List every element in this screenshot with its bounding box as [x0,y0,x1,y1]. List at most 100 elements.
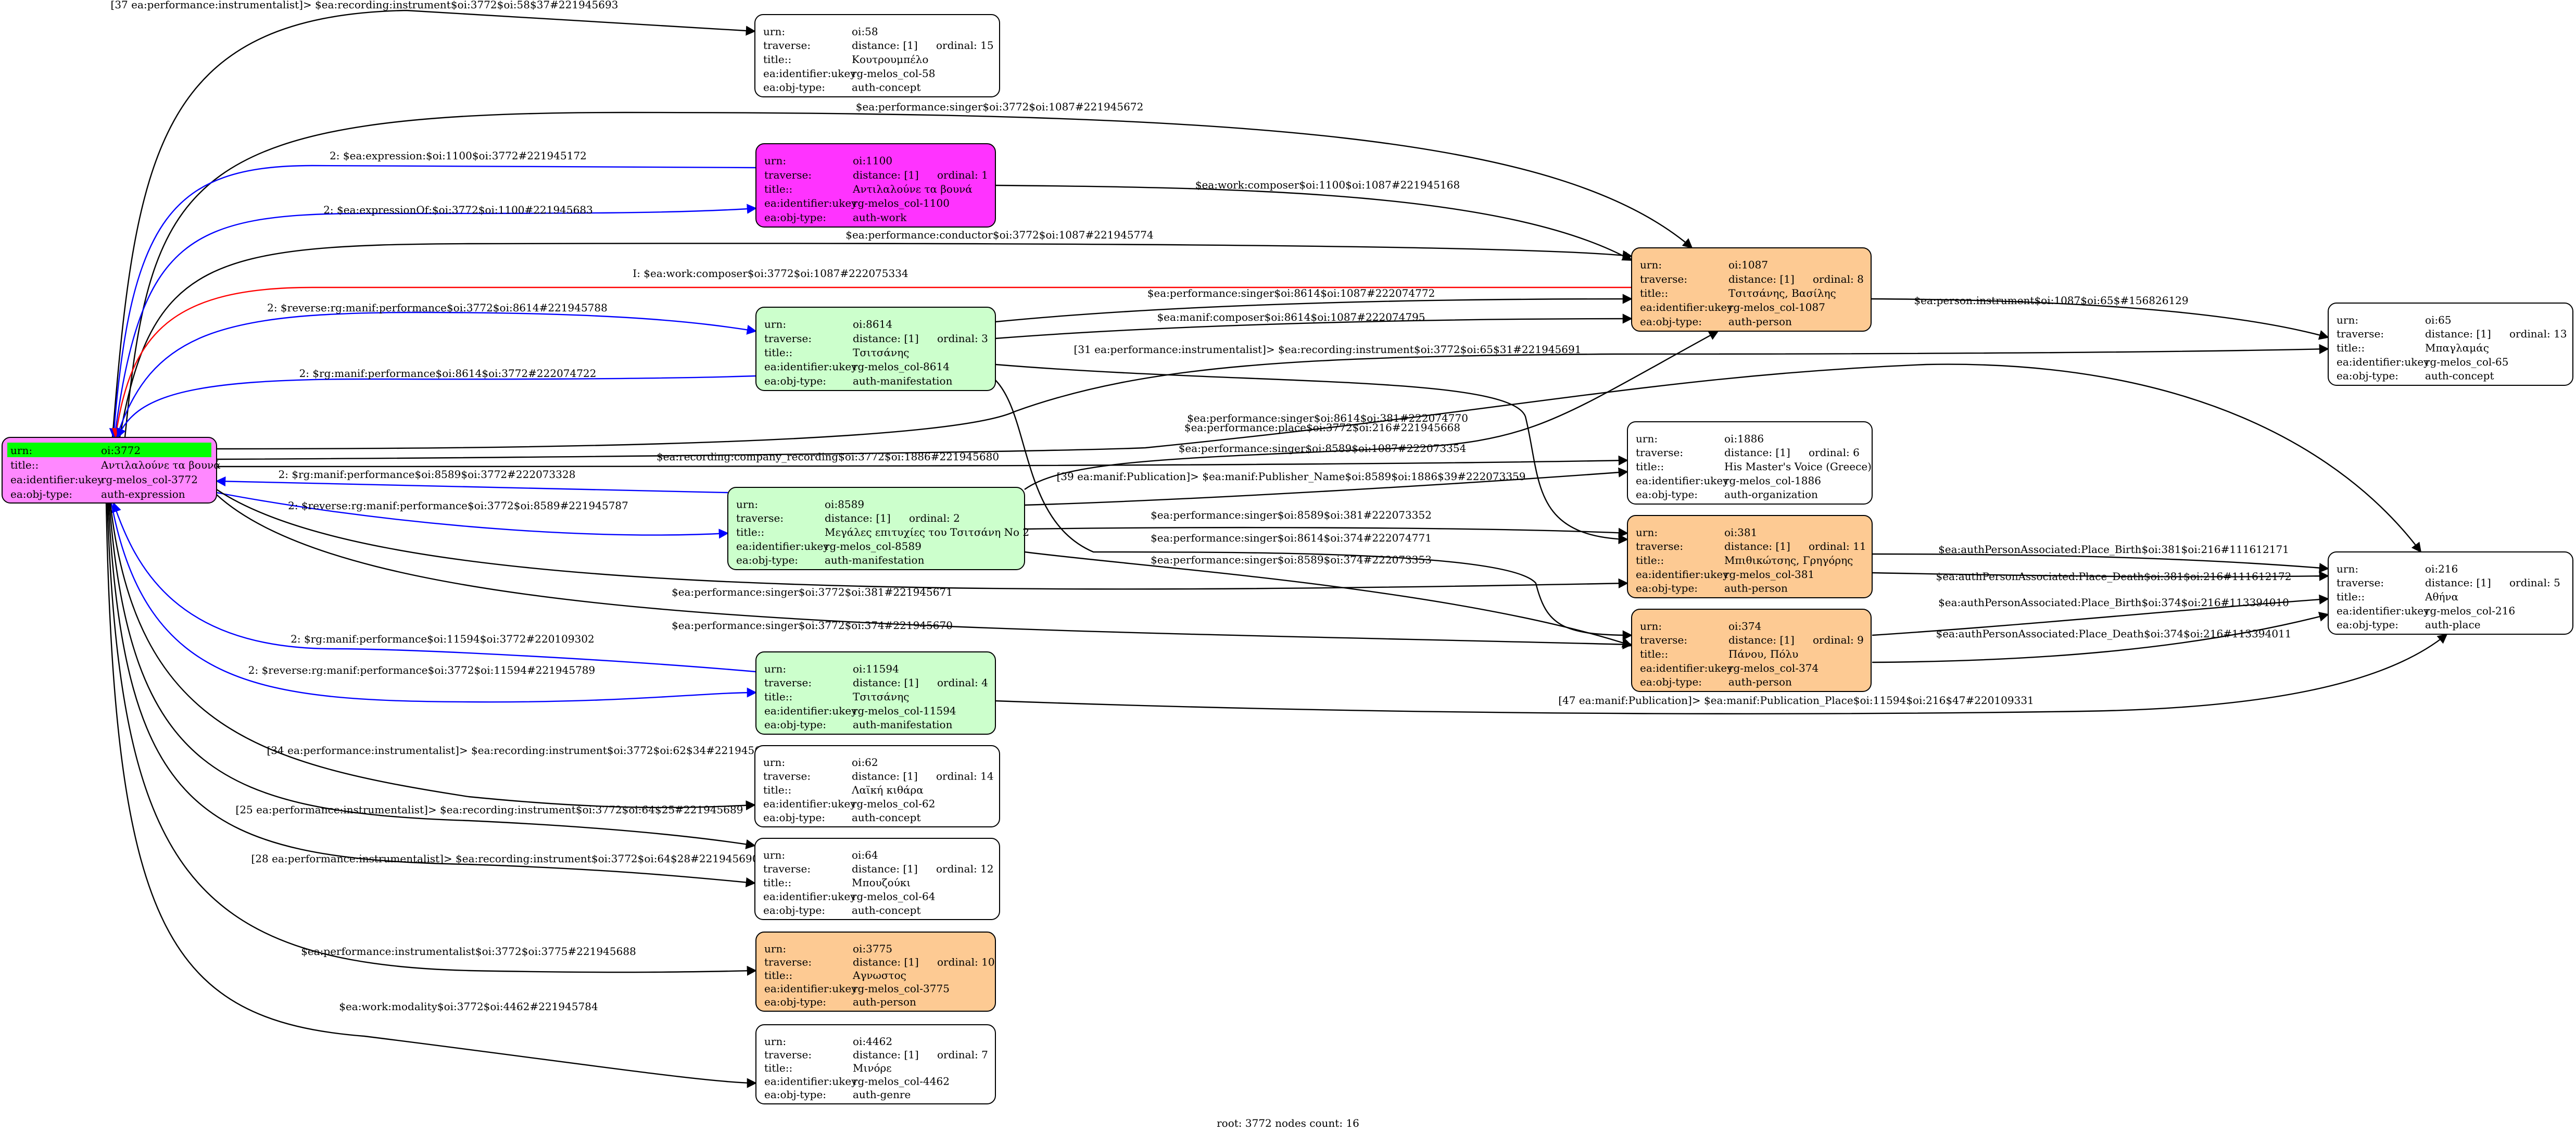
node-field-label: ea:obj-type: [2337,619,2398,631]
node-field-value: distance: [1] [853,955,919,968]
node-field-value: rg-melos_col-8589 [825,540,921,552]
node-box [1631,609,1872,692]
node-field-value: oi:11594 [853,662,899,675]
node-field-value: rg-melos_col-3772 [101,473,198,486]
node-field-label: title:: [1636,554,1664,567]
edge-label: [47 ea:manif:Publication]> $ea:manif:Pub… [1558,694,2034,707]
node-field-label: traverse: [764,1048,812,1061]
node-field-label: traverse: [1640,273,1687,285]
edge-line [1872,553,2329,573]
node-field-value: oi:1100 [853,155,892,167]
edge-label: [34 ea:performance:instrumentalist]> $ea… [267,744,775,757]
node-field-label: title:: [736,526,764,538]
node-field-label: title:: [763,784,791,796]
node-field-label: ea:identifier:ukey [1640,662,1733,674]
node-field-label: ea:identifier:ukey [763,67,856,80]
node-field-label: ea:obj-type: [763,811,825,824]
node-field-label: traverse: [764,955,812,968]
node-field-value: auth-manifestation [853,374,953,387]
node-field-value: auth-genre [853,1088,911,1101]
node-field-value: rg-melos_col-216 [2425,605,2515,617]
edge-line [995,184,1633,261]
edge-line [1872,594,2329,636]
edge-line [216,363,2422,553]
node-field-label: ea:obj-type: [764,374,826,387]
node-field-label: traverse: [736,512,784,524]
edge-label: $ea:recording:company_recording$oi:3772$… [656,450,999,463]
node-field-value: auth-person [1724,582,1788,595]
node-field-value: auth-person [853,996,916,1008]
node-box [727,487,1025,570]
node-field-label: traverse: [1636,540,1683,552]
node-field-label: title:: [763,876,791,889]
node-field-value: Μπιθικώτσης, Γρηγόρης [1724,554,1853,567]
edge-label: 2: $rg:manif:performance$oi:8589$oi:3772… [279,468,576,481]
node-field-label: ea:identifier:ukey [764,360,857,373]
node-field-value: oi:4462 [853,1035,892,1048]
node-ordinal: ordinal: 14 [936,770,994,783]
edge-line [109,165,756,438]
node-field-value: His Master's Voice (Greece) [1724,460,1872,473]
node-box [755,143,996,228]
edge-label: 2: $rg:manif:performance$oi:11594$oi:377… [291,633,595,645]
edge-line [216,455,1628,468]
node-field-value: Μπουζούκι [852,876,911,889]
node-field-label: ea:obj-type: [763,904,825,916]
edge-line [109,502,756,811]
node-field-label: ea:obj-type: [764,996,826,1008]
node-field-value: auth-person [1728,315,1792,328]
edge-line [1871,298,2329,340]
node-field-label: title:: [1640,287,1668,299]
node-field-label: ea:obj-type: [1640,315,1702,328]
node-field-value: auth-person [1728,676,1792,688]
edge-line [106,502,757,976]
node-field-value: auth-manifestation [825,554,925,567]
node-field-value: oi:374 [1728,620,1761,632]
node-field-label: urn: [1640,259,1662,271]
node-field-value: rg-melos_col-8614 [853,360,950,373]
node-field-value: distance: [1] [1728,634,1795,646]
node-field-label: traverse: [764,676,812,689]
edge-line [995,313,1633,339]
node-field-value: auth-work [853,211,907,223]
node-field-value: Τσιτσάνης, Βασίλης [1728,287,1836,299]
edge-line [124,111,1693,438]
node-field-label: urn: [1640,620,1662,632]
node-field-value: Αθήνα [2425,590,2458,603]
node-field-value: Τσιτσάνης [853,690,909,703]
node-field-value: rg-melos_col-11594 [853,705,956,717]
node-field-label: title:: [764,183,792,195]
node-field-label: urn: [763,25,785,37]
edge-line [111,502,756,673]
node-field-label: ea:identifier:ukey [736,540,829,552]
edge-line [216,492,729,539]
node-field-value: rg-melos_col-3775 [853,983,950,995]
node-field-label: urn: [2337,313,2358,326]
edge-label: [25 ea:performance:instrumentalist]> $ea… [236,803,743,816]
node-field-value: oi:1087 [1728,259,1768,271]
edge-label: 2: $reverse:rg:manif:performance$oi:3772… [267,301,608,314]
node-field-label: title:: [2337,342,2365,354]
node-field-value: distance: [1] [852,770,918,783]
node-field-label: ea:obj-type: [736,554,798,567]
edge-label: 2: $rg:manif:performance$oi:8614$oi:3772… [299,367,597,380]
node-field-label: ea:obj-type: [1636,488,1698,501]
edge-line [216,489,1628,590]
